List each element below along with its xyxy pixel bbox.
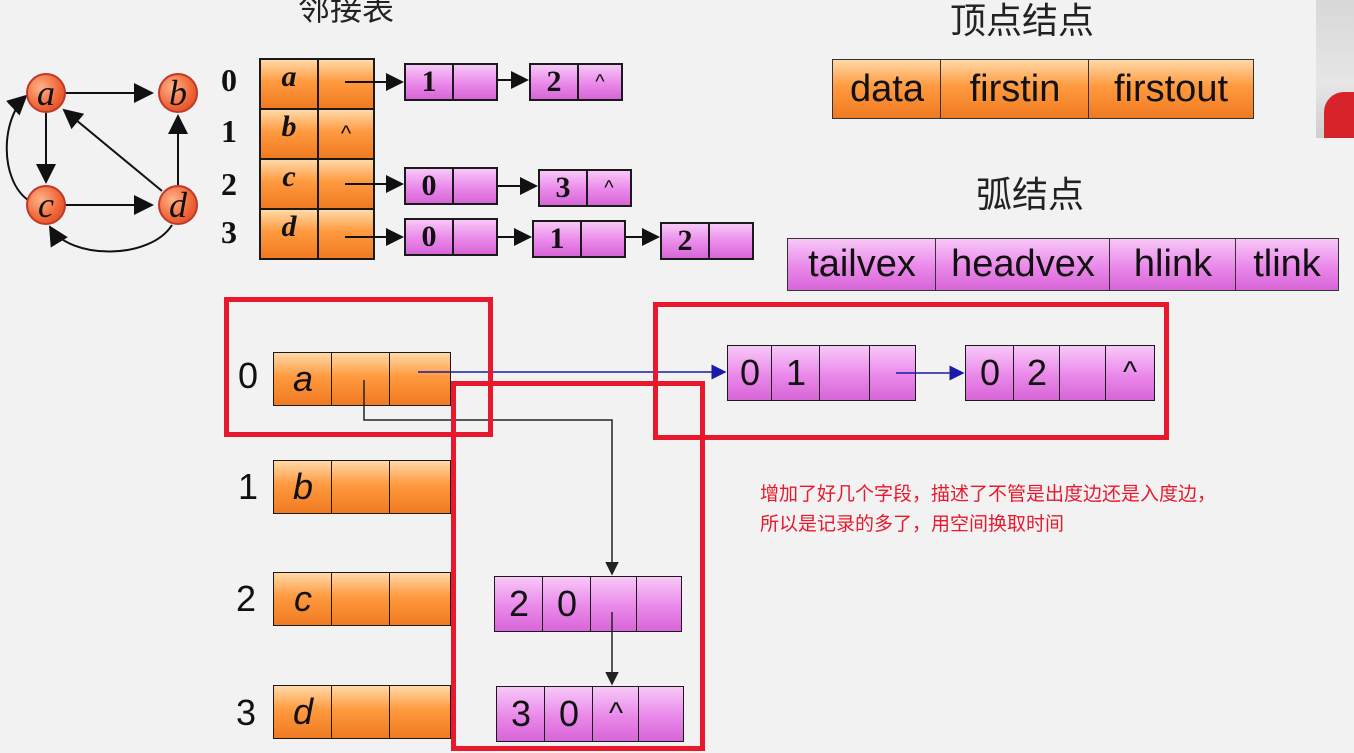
arc-01-headvex: 1: [771, 345, 821, 401]
adj-index-1: 1: [221, 113, 237, 149]
edge-d-a: [62, 108, 163, 192]
adj-node-2-3-next: ^: [586, 169, 632, 207]
arc-30-tailvex: 3: [496, 686, 546, 742]
arc-field-headvex: headvex: [935, 238, 1111, 291]
arc-02-tailvex: 0: [965, 345, 1015, 401]
orth-vertex-a-firstin: [331, 352, 391, 406]
arc-node-title: 弧结点: [976, 175, 1085, 216]
arc-30-hlink: ^: [592, 686, 640, 742]
vertex-node-title: 顶点结点: [950, 1, 1095, 42]
adj-node-3-0-next: [452, 218, 498, 256]
graph-node-d: d: [158, 185, 198, 225]
orth-vertex-a: a: [273, 352, 333, 406]
orth-vertex-c-firstout: [389, 572, 451, 626]
arc-20-tlink: [636, 576, 682, 632]
adj-vertex-a: a: [259, 58, 319, 110]
arc-field-hlink: hlink: [1109, 238, 1237, 291]
adj-node-3-1-next: [580, 220, 626, 258]
arc-20-hlink: [590, 576, 638, 632]
orth-index-3: 3: [236, 692, 257, 733]
orth-vertex-b-firstout: [389, 460, 451, 514]
graph-node-c: c: [26, 185, 66, 225]
edge-c-a: [5, 94, 29, 201]
orth-vertex-d-firstout: [389, 685, 451, 739]
vertex-field-firstout: firstout: [1088, 59, 1254, 119]
adj-vertex-b: b: [259, 108, 319, 160]
highlight-in-arcs: [451, 381, 705, 751]
orth-index-0: 0: [238, 355, 259, 396]
edge-d-c: [48, 224, 173, 253]
arc-field-tlink: tlink: [1235, 238, 1339, 291]
arc-01-hlink: [819, 345, 871, 401]
adj-index-2: 2: [221, 166, 237, 202]
graph-edges: [5, 83, 188, 253]
orth-index-1: 1: [238, 466, 259, 507]
arc-02-headvex: 2: [1013, 345, 1061, 401]
graph-node-b: b: [158, 73, 198, 113]
presenter-video-thumbnail: [1316, 0, 1354, 138]
adj-node-2-0-next: [452, 167, 498, 205]
arc-field-tailvex: tailvex: [787, 238, 937, 291]
orth-vertex-d-firstin: [331, 685, 391, 739]
vertex-field-firstin: firstin: [940, 59, 1090, 119]
adjacency-list-title: 邻接表: [298, 0, 395, 28]
adj-node-0-1: 1: [404, 63, 454, 101]
graph-node-a: a: [26, 73, 66, 113]
vertex-field-data: data: [832, 59, 942, 119]
adj-node-2-3: 3: [538, 169, 588, 207]
adj-pointer-1: ^: [317, 108, 375, 160]
arc-30-tlink: [638, 686, 684, 742]
arc-30-headvex: 0: [544, 686, 594, 742]
arc-02-tlink: ^: [1105, 345, 1155, 401]
orth-index-2: 2: [236, 578, 257, 619]
adj-index-3: 3: [221, 214, 237, 250]
annotation-line-1: 增加了好几个字段，描述了不管是出度边还是入度边，: [760, 483, 1217, 505]
adj-node-3-2-next: [708, 222, 754, 260]
adj-vertex-d: d: [259, 208, 319, 260]
adj-node-0-1-next: [452, 63, 498, 101]
annotation-line-2: 所以是记录的多了，用空间换取时间: [760, 513, 1065, 535]
orth-vertex-c-firstin: [331, 572, 391, 626]
adj-node-3-1: 1: [532, 220, 582, 258]
adj-node-0-2-next: ^: [577, 63, 623, 101]
adj-node-3-2: 2: [660, 222, 710, 260]
adj-index-0: 0: [221, 62, 237, 98]
highlight-out-arcs: [653, 302, 1169, 440]
adj-node-2-0: 0: [404, 167, 454, 205]
arc-01-tailvex: 0: [727, 345, 773, 401]
orth-vertex-a-firstout: [389, 352, 451, 406]
orth-vertex-b-firstin: [331, 460, 391, 514]
highlight-vertex-a: [224, 297, 493, 437]
adj-pointer-3: [317, 208, 375, 260]
